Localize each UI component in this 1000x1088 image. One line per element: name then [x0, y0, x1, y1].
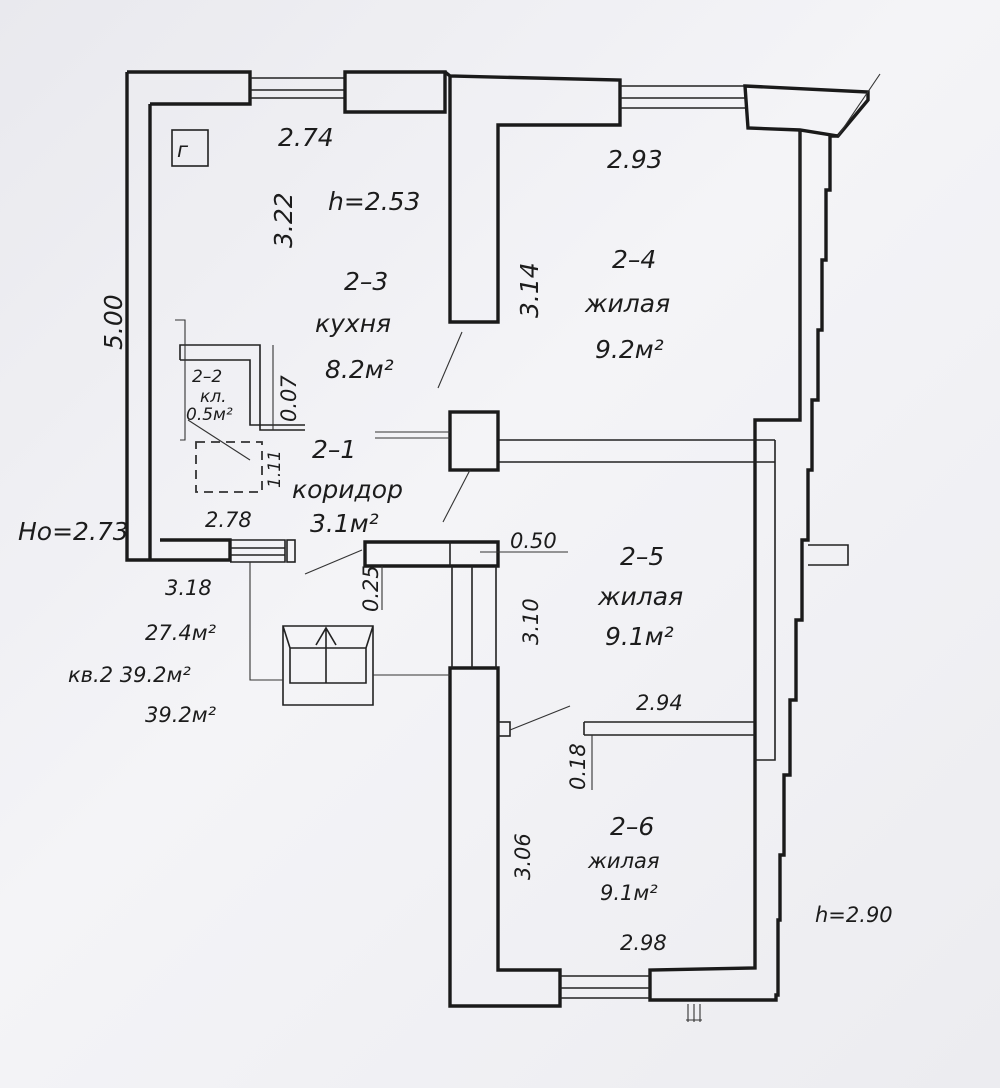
- room-26-area: 9.1м²: [600, 881, 658, 905]
- room-24-name: жилая: [584, 289, 670, 318]
- room-25-area: 9.1м²: [605, 622, 674, 651]
- partition-vertical: [451, 566, 497, 668]
- room-22-area: 0.5м²: [186, 405, 233, 425]
- dim-kitchen-height: 3.22: [269, 192, 298, 248]
- dim-room26-width: 2.98: [620, 931, 667, 955]
- dim-corridor-width: 2.78: [205, 508, 252, 532]
- bottom-left-wall: [448, 666, 562, 1008]
- left-entrance-window: [230, 539, 286, 563]
- pantry-inner: [175, 319, 186, 441]
- room-26-number: 2–6: [610, 812, 654, 841]
- room-22-name: кл.: [200, 387, 227, 407]
- column-block: [448, 410, 500, 472]
- room-24-area: 9.2м²: [595, 335, 664, 364]
- room-23-number: 2–3: [344, 267, 388, 296]
- top-wall-mid: [343, 70, 447, 114]
- left-outer-wall: [125, 70, 252, 562]
- fixture-leader: [187, 419, 251, 461]
- right-pipe: [808, 544, 849, 566]
- right-wall-inner: [755, 130, 801, 761]
- corner-leader: [837, 73, 881, 137]
- room-22-number: 2–2: [192, 367, 222, 387]
- partition-24-25: [498, 439, 775, 463]
- bottom-window: [560, 975, 650, 999]
- room-25-name: жилая: [597, 582, 683, 611]
- partition-25-26: [583, 721, 755, 736]
- summary-274: 27.4м²: [145, 621, 217, 645]
- dim-room26-height: 3.06: [511, 833, 535, 880]
- kitchen-height-label: h=2.53: [328, 187, 420, 216]
- dim-partition: 0.50: [510, 529, 557, 553]
- dim-room25-height: 3.10: [519, 598, 543, 645]
- dim-kitchen-width: 2.74: [278, 123, 334, 152]
- room-26-name: жилая: [587, 849, 660, 873]
- top-left-window: [250, 77, 345, 99]
- room-21-area: 3.1м²: [310, 509, 379, 538]
- room-21-name: коридор: [292, 475, 403, 504]
- room-24-number: 2–4: [612, 245, 656, 274]
- kitchen-partition: [375, 431, 450, 439]
- ho-height-label: Hо=2.73: [18, 517, 129, 546]
- dim-small-wall: 0.25: [359, 565, 383, 612]
- pantry-walls: [179, 344, 305, 431]
- boiler-box: [171, 129, 209, 167]
- top-right-corner: [743, 84, 870, 138]
- stairs-arrow: [315, 626, 337, 648]
- right-outer-wall: [648, 130, 838, 1002]
- entrance-line: [249, 562, 450, 681]
- top-right-window: [620, 85, 745, 109]
- dim-room24-height: 3.14: [515, 262, 544, 318]
- bottom-mark: [686, 1004, 702, 1022]
- dim-wall-018: 0.18: [566, 743, 590, 790]
- summary-392: 39.2м²: [145, 703, 217, 727]
- corridor-partition: [363, 540, 500, 568]
- dim-room25-width: 2.94: [636, 691, 683, 715]
- boiler-label: г: [177, 138, 189, 162]
- dim-pantry-wall: 0.07: [277, 375, 301, 422]
- door-leader-26: [509, 705, 571, 731]
- room-25-number: 2–5: [620, 542, 664, 571]
- dim-room24-width: 2.93: [607, 145, 663, 174]
- door-stop: [497, 721, 511, 737]
- summary-318: 3.18: [165, 576, 212, 600]
- room-23-area: 8.2м²: [325, 355, 394, 384]
- pipe-square: [286, 539, 296, 563]
- dim-left-total: 5.00: [99, 294, 128, 350]
- door-leader-corridor: [304, 549, 363, 575]
- dashed-fixture: [195, 441, 263, 493]
- door-leader-column: [442, 469, 471, 523]
- dim-corridor-height: 1.11: [265, 450, 285, 488]
- entrance-stairs: [282, 625, 374, 706]
- door-leader-kitchen: [437, 331, 463, 389]
- right-height-label: h=2.90: [815, 903, 893, 927]
- top-wall-right: [443, 70, 622, 324]
- room-23-name: кухня: [315, 309, 391, 338]
- room-21-number: 2–1: [312, 435, 356, 464]
- summary-kv2: кв.2 39.2м²: [68, 663, 191, 687]
